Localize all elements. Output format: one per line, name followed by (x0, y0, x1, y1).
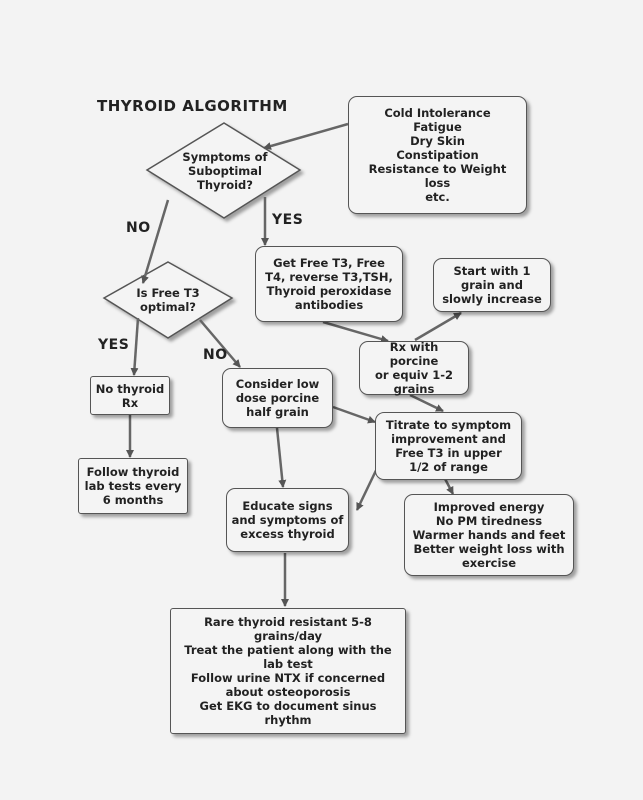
text-line: lab test (263, 657, 313, 671)
text-line: excess thyroid (240, 527, 335, 541)
text-line: 1/2 of range (409, 460, 488, 474)
arrow-labs-to-rx (322, 320, 389, 343)
text-line: Resistance to Weight (368, 162, 507, 176)
text-line: Improved energy (433, 500, 545, 514)
text-line: slowly increase (442, 292, 542, 306)
text-line: about osteoporosis (225, 685, 351, 699)
text-line: antibodies (294, 298, 364, 312)
text-line: T4, reverse T3,TSH, (265, 270, 393, 284)
text-line: Get Free T3, Free (273, 256, 385, 270)
decision-diamond-symptoms (145, 122, 302, 219)
text-line: Warmer hands and feet (412, 528, 566, 542)
text-line: Rx with porcine (389, 340, 439, 368)
text-line: half grain (246, 405, 309, 419)
text-line: No PM tiredness (435, 514, 543, 528)
text-line: Constipation (396, 148, 479, 162)
arrow-rx-to-titrate (409, 393, 444, 413)
text-line: optimal? (140, 300, 196, 314)
decision-diamond-free-t3 (102, 261, 234, 339)
text-line: lab tests every (84, 479, 182, 493)
label-yes-t3: YES (98, 337, 130, 353)
text-line: No thyroid (95, 381, 165, 396)
text-line: Fatigue (413, 120, 462, 134)
text-line: Follow urine NTX if concerned (190, 671, 386, 685)
text-line: rhythm (264, 713, 312, 727)
arrow-symptoms-list-to-decision (263, 122, 349, 150)
text-line: improvement and (391, 432, 506, 446)
text-line: Rare thyroid resistant 5-8 (204, 615, 372, 629)
text-line: Cold Intolerance (384, 106, 491, 120)
text-line: or equiv 1-2 (374, 368, 453, 382)
text-line: grain and (461, 278, 523, 292)
arrow-lowdose-to-titrate (332, 405, 376, 424)
page-title: THYROID ALGORITHM (97, 97, 288, 115)
label-yes-symptoms: YES (272, 212, 304, 228)
text-line: exercise (461, 556, 517, 570)
arrow-rx-to-start (414, 311, 462, 342)
arrow-lowdose-to-educate (275, 427, 287, 488)
text-line: Get EKG to document sinus (199, 699, 377, 713)
text-line: etc. (425, 190, 450, 204)
text-line: Rx (121, 395, 139, 410)
text-line: Symptoms of (182, 150, 268, 164)
text-line: Follow thyroid (86, 465, 180, 479)
text-line: 6 months (102, 493, 164, 507)
text-line: Dry Skin (410, 134, 465, 148)
text-line: Consider low (235, 377, 320, 391)
text-line: Is Free T3 (136, 286, 200, 300)
text-line: Free T3 in upper (395, 446, 502, 460)
text-line: Educate signs (242, 499, 333, 513)
text-line: loss (424, 176, 451, 190)
text-line: Thyroid peroxidase (266, 284, 392, 298)
text-line: and symptoms of (231, 513, 344, 527)
text-line: dose porcine (235, 391, 320, 405)
text-line: grains (393, 382, 435, 396)
text-line: Start with 1 (453, 264, 531, 278)
text-line: Titrate to symptom (385, 418, 512, 432)
arrow-decision-no (141, 199, 170, 284)
arrow-t3-yes (130, 317, 140, 376)
arrow-t3-no (199, 319, 241, 368)
label-no-symptoms: NO (126, 220, 151, 236)
text-line: Better weight loss with (413, 542, 565, 556)
label-no-t3: NO (203, 347, 228, 363)
text-line: Treat the patient along with the (184, 643, 392, 657)
text-line: grains/day (254, 629, 322, 643)
text-line: Suboptimal (188, 164, 262, 178)
text-line: Thyroid? (197, 178, 253, 192)
